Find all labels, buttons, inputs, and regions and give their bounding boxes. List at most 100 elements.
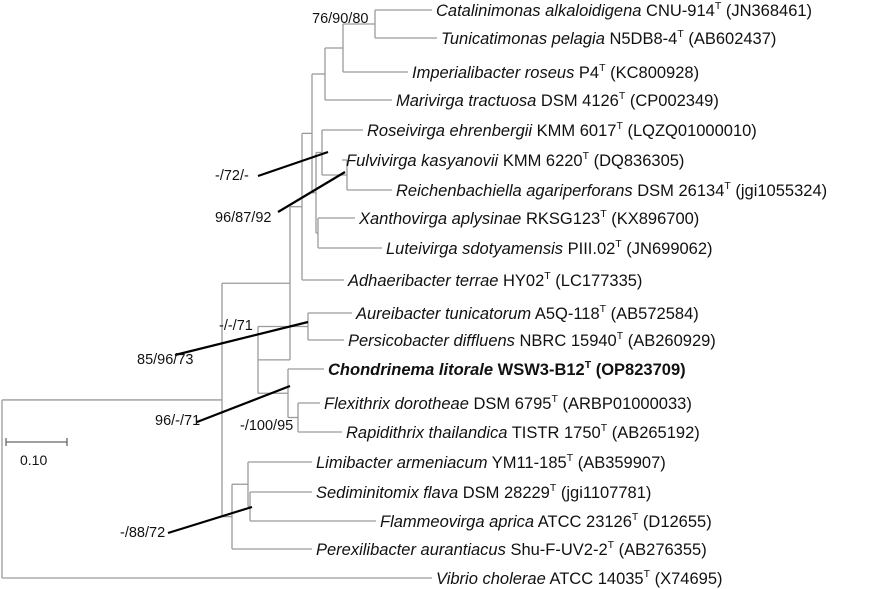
bootstrap-label: 96/-/71 xyxy=(155,413,200,429)
taxon-accession: (LC177335) xyxy=(551,272,643,290)
taxon-accession: (AB602437) xyxy=(684,30,777,48)
taxon-strain: DSM 26134 xyxy=(633,182,725,200)
taxon-strain: TISTR 1750 xyxy=(507,424,600,442)
taxon-accession: (LQZQ01000010) xyxy=(623,122,757,140)
taxon-accession: (jgi1055324) xyxy=(731,182,827,200)
taxon-species-name: Aureibacter tunicatorum xyxy=(355,305,531,323)
taxon-label: Luteivirga sdotyamensis PIII.02T (JN6990… xyxy=(386,238,713,258)
taxon-species-name: Imperialibacter roseus xyxy=(412,64,574,82)
bootstrap-pointer-line xyxy=(196,384,291,424)
taxon-strain: DSM 4126 xyxy=(536,92,619,110)
taxon-species-name: Flexithrix dorotheae xyxy=(324,395,469,413)
type-strain-superscript: T xyxy=(608,539,615,551)
taxon-strain: HY02 xyxy=(498,272,544,290)
taxon-species-name: Sediminitomix flava xyxy=(316,484,458,502)
taxon-strain: DSM 6795 xyxy=(469,395,552,413)
taxon-strain: Shu-F-UV2-2 xyxy=(506,541,608,559)
taxon-strain: RKSG123 xyxy=(521,210,600,228)
taxon-accession: (AB276355) xyxy=(614,541,707,559)
bootstrap-pointers xyxy=(167,150,346,535)
type-strain-superscript: T xyxy=(616,120,623,132)
taxon-accession: (KC800928) xyxy=(606,64,700,82)
bootstrap-label: -/-/71 xyxy=(219,318,253,334)
taxon-accession: (DQ836305) xyxy=(589,152,684,170)
taxon-species-name: Limibacter armeniacum xyxy=(316,454,487,472)
taxon-species-name: Xanthovirga aplysinae xyxy=(358,210,521,228)
taxon-label: Fulvivirga kasyanovii KMM 6220T (DQ83630… xyxy=(346,150,684,170)
taxon-label: Roseivirga ehrenbergii KMM 6017T (LQZQ01… xyxy=(367,120,757,140)
type-strain-superscript: T xyxy=(677,28,684,40)
type-strain-superscript: T xyxy=(600,303,607,315)
taxon-label: Vibrio cholerae ATCC 14035T (X74695) xyxy=(436,568,723,588)
taxon-species-name: Flammeovirga aprica xyxy=(380,513,534,531)
taxon-accession: (KX896700) xyxy=(607,210,700,228)
taxon-species-name: Marivirga tractuosa xyxy=(396,92,536,110)
taxon-species-name: Vibrio cholerae xyxy=(436,570,546,588)
taxon-accession: (jgi1107781) xyxy=(556,484,651,502)
type-strain-superscript: T xyxy=(550,482,557,494)
taxon-species-name: Adhaeribacter terrae xyxy=(347,272,498,290)
scale-bar: 0.10 xyxy=(5,438,68,468)
bootstrap-pointer-line xyxy=(167,505,253,535)
taxon-label: Imperialibacter roseus P4T (KC800928) xyxy=(412,62,699,82)
taxon-label: Catalinimonas alkaloidigena CNU-914T (JN… xyxy=(436,0,812,20)
taxon-strain: WSW3-B12 xyxy=(493,361,585,379)
type-strain-superscript: T xyxy=(601,422,608,434)
taxon-accession: (AB265192) xyxy=(607,424,700,442)
taxon-label: Flammeovirga aprica ATCC 23126T (D12655) xyxy=(380,511,712,531)
taxon-label: Tunicatimonas pelagia N5DB8-4T (AB602437… xyxy=(441,28,776,48)
scale-bar-label: 0.10 xyxy=(20,452,47,468)
taxon-accession: (X74695) xyxy=(650,570,722,588)
taxon-strain: CNU-914 xyxy=(641,2,714,20)
taxon-label: Aureibacter tunicatorum A5Q-118T (AB5725… xyxy=(355,303,699,323)
taxon-strain: ATCC 23126 xyxy=(534,513,632,531)
taxon-label: Rapidithrix thailandica TISTR 1750T (AB2… xyxy=(346,422,700,442)
taxon-label: Adhaeribacter terrae HY02T (LC177335) xyxy=(347,270,642,290)
taxon-accession: (JN699062) xyxy=(622,240,713,258)
taxon-species-name: Catalinimonas alkaloidigena xyxy=(436,2,641,20)
taxon-label: Marivirga tractuosa DSM 4126T (CP002349) xyxy=(396,90,719,110)
taxon-label: Limibacter armeniacum YM11-185T (AB35990… xyxy=(316,452,666,472)
taxon-accession: (AB572584) xyxy=(606,305,699,323)
taxon-species-name: Reichenbachiella agariperforans xyxy=(396,182,633,200)
taxon-accession: (AB260929) xyxy=(623,332,716,350)
bootstrap-label: -/100/95 xyxy=(240,418,293,434)
type-strain-superscript: T xyxy=(599,62,606,74)
taxon-accession: (D12655) xyxy=(638,513,711,531)
type-strain-superscript: T xyxy=(567,452,574,464)
taxon-label: Reichenbachiella agariperforans DSM 2613… xyxy=(396,180,827,200)
bootstrap-label: -/88/72 xyxy=(120,525,165,541)
bootstrap-label: 96/87/92 xyxy=(215,210,271,226)
bootstrap-label: 76/90/80 xyxy=(312,11,368,27)
taxon-strain: P4 xyxy=(574,64,599,82)
bootstrap-label: -/72/- xyxy=(215,168,249,184)
taxon-accession: (ARBP01000033) xyxy=(558,395,692,413)
taxon-accession: (OP823709) xyxy=(591,361,685,379)
taxon-label: Persicobacter diffluens NBRC 15940T (AB2… xyxy=(348,330,716,350)
type-strain-superscript: T xyxy=(619,90,626,102)
taxon-strain: NBRC 15940 xyxy=(515,332,617,350)
type-strain-superscript: T xyxy=(724,180,731,192)
taxon-species-name: Fulvivirga kasyanovii xyxy=(346,152,500,170)
taxon-accession: (CP002349) xyxy=(625,92,719,110)
bootstrap-pointer-line xyxy=(277,171,346,213)
type-strain-superscript: T xyxy=(583,150,590,162)
taxon-label: Sediminitomix flava DSM 28229T (jgi11077… xyxy=(316,482,651,502)
type-strain-superscript: T xyxy=(615,238,622,250)
taxon-strain: A5Q-118 xyxy=(531,305,600,323)
taxon-species-name: Rapidithrix thailandica xyxy=(346,424,507,442)
taxon-label: Flexithrix dorotheae DSM 6795T (ARBP0100… xyxy=(324,393,692,413)
taxon-accession: (JN368461) xyxy=(721,2,812,20)
type-strain-superscript: T xyxy=(544,270,551,282)
type-strain-superscript: T xyxy=(600,208,607,220)
taxon-accession: (AB359907) xyxy=(573,454,666,472)
taxon-species-name: Luteivirga sdotyamensis xyxy=(386,240,563,258)
taxon-species-name: Chondrinema litorale xyxy=(328,361,493,379)
taxon-species-name: Persicobacter diffluens xyxy=(348,332,515,350)
taxon-label: Chondrinema litorale WSW3-B12T (OP823709… xyxy=(328,359,686,379)
taxon-strain: YM11-185 xyxy=(487,454,566,472)
taxon-label: Xanthovirga aplysinae RKSG123T (KX896700… xyxy=(358,208,699,228)
taxon-strain: KMM 6017 xyxy=(532,122,616,140)
type-strain-superscript: T xyxy=(644,568,651,580)
